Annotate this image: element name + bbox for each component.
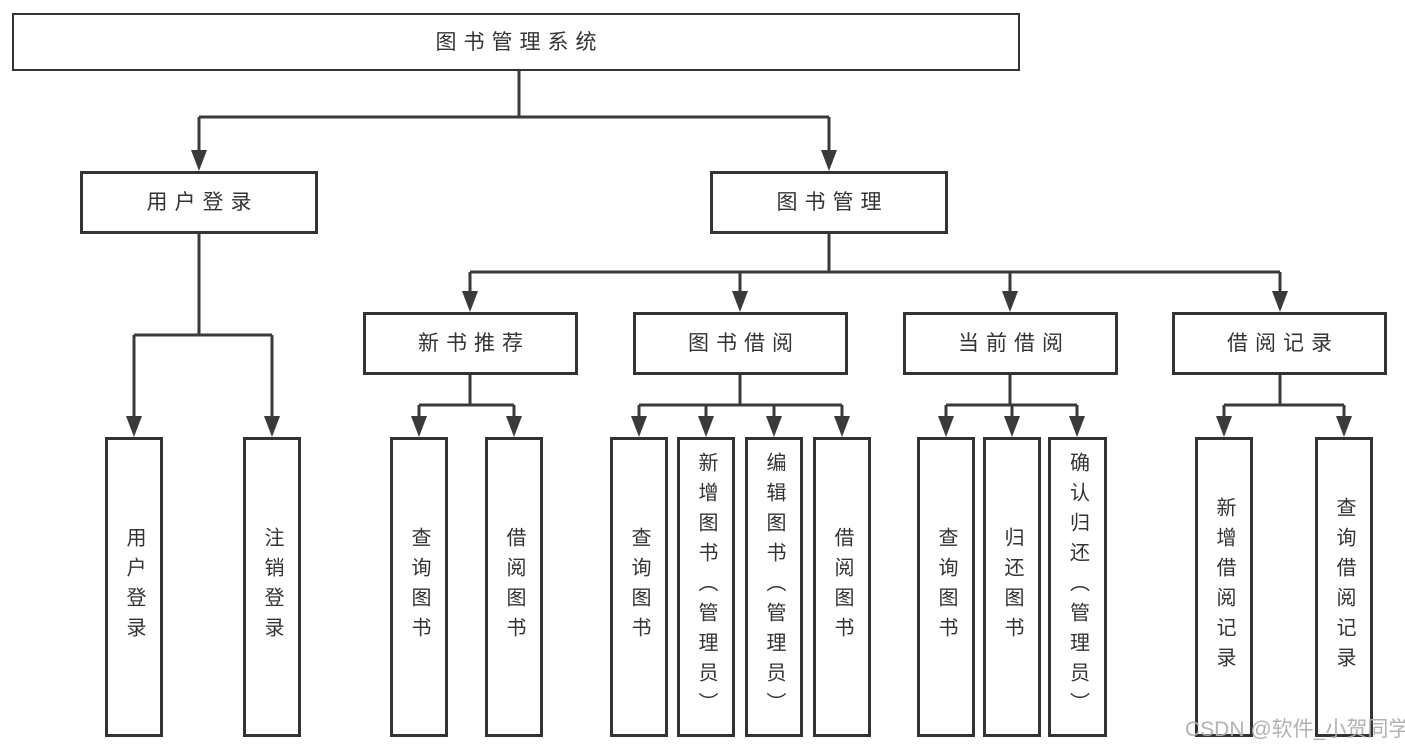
csdn-watermark: CSDN @软件_小贺同学 (1185, 718, 1405, 741)
leaf-label: 查询借阅记录 (1333, 497, 1355, 677)
leaf-label: 用户登录 (123, 527, 145, 647)
leaf-label: 新增借阅记录 (1213, 497, 1235, 677)
node-label: 图书管理系统 (435, 30, 604, 54)
node-label: 借阅记录 (1227, 332, 1339, 355)
arrowhead (1004, 416, 1020, 437)
node-label: 图书管理 (776, 191, 889, 214)
arrowhead (506, 416, 522, 437)
arrowhead (631, 416, 647, 437)
leaf-borrow-books: 借阅图书 (813, 437, 871, 737)
leaf-label: 查询图书 (935, 527, 957, 647)
arrowhead (126, 416, 142, 437)
arrowhead (411, 416, 427, 437)
arrowhead (1336, 416, 1352, 437)
leaf-label: 归还图书 (1001, 527, 1023, 647)
arrowhead (834, 416, 850, 437)
arrowhead (821, 150, 837, 171)
node-label: 图书借阅 (688, 332, 800, 355)
node-current-borrowing: 当前借阅 (903, 312, 1118, 375)
leaf-label: 借阅图书 (831, 527, 853, 647)
node-library-management-system: 图书管理系统 (12, 13, 1020, 71)
node-book-management: 图书管理 (710, 171, 948, 234)
node-label: 新书推荐 (418, 332, 530, 355)
arrowhead (462, 291, 478, 312)
node-new-book-recommendation: 新书推荐 (363, 312, 578, 375)
arrowhead (1002, 291, 1018, 312)
arrowhead (698, 416, 714, 437)
leaf-query-books: 查询图书 (610, 437, 668, 737)
leaf-return-books: 归还图书 (983, 437, 1041, 737)
arrowhead (766, 416, 782, 437)
node-borrowing-records: 借阅记录 (1172, 312, 1387, 375)
leaf-edit-books-admin: 编辑图书（管理员） (745, 437, 803, 737)
leaf-label: 新增图书（管理员） (695, 452, 717, 722)
leaf-confirm-return-admin: 确认归还（管理员） (1048, 437, 1107, 737)
leaf-label: 注销登录 (261, 527, 283, 647)
node-label: 当前借阅 (958, 332, 1070, 355)
node-user-login: 用户登录 (80, 171, 318, 234)
connector-arrowheads (126, 150, 1352, 437)
arrowhead (264, 416, 280, 437)
arrowhead (191, 150, 207, 171)
arrowhead (732, 291, 748, 312)
leaf-query-books: 查询图书 (917, 437, 975, 737)
leaf-label: 查询图书 (408, 527, 430, 647)
arrowhead (1272, 291, 1288, 312)
leaf-query-books: 查询图书 (390, 437, 448, 737)
node-book-borrowing: 图书借阅 (633, 312, 848, 375)
node-label: 用户登录 (146, 191, 259, 214)
leaf-label: 确认归还（管理员） (1066, 452, 1089, 722)
leaf-query-borrow-record: 查询借阅记录 (1315, 437, 1373, 737)
leaf-borrow-books: 借阅图书 (485, 437, 543, 737)
leaf-add-borrow-record: 新增借阅记录 (1195, 437, 1253, 737)
leaf-label: 编辑图书（管理员） (763, 452, 785, 722)
arrowhead (1216, 416, 1232, 437)
leaf-label: 借阅图书 (503, 527, 525, 647)
leaf-logout: 注销登录 (243, 437, 301, 737)
arrowhead (1069, 416, 1085, 437)
leaf-add-books-admin: 新增图书（管理员） (677, 437, 735, 737)
leaf-label: 查询图书 (628, 527, 650, 647)
leaf-user-login: 用户登录 (105, 437, 163, 737)
arrowhead (938, 416, 954, 437)
